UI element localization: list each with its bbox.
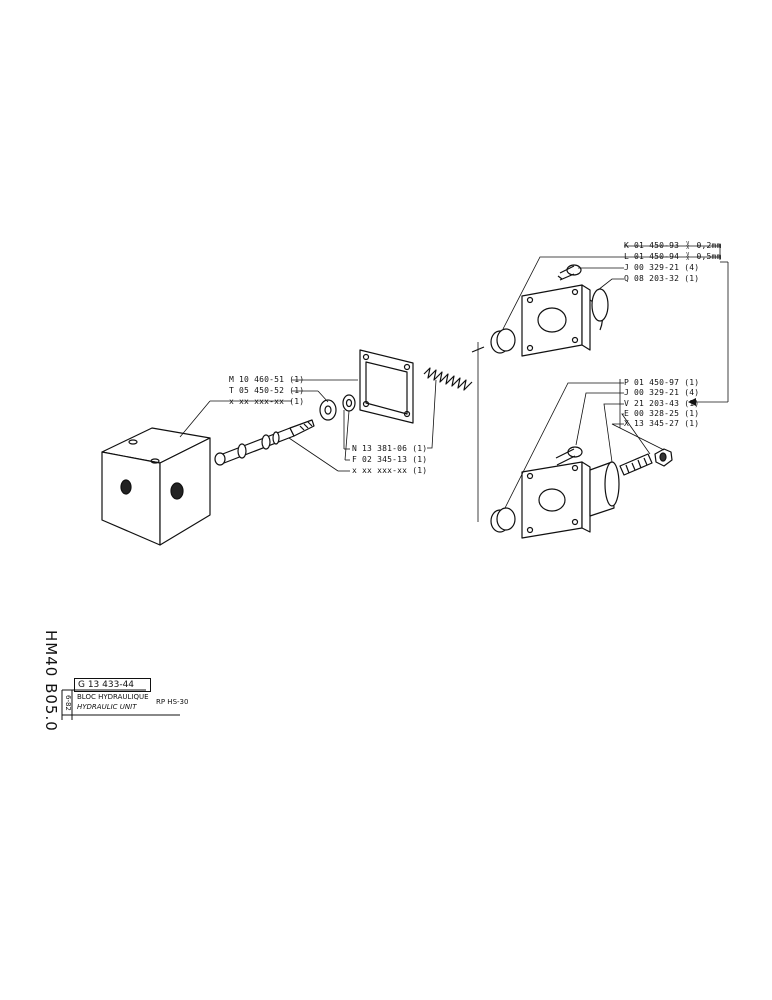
callout-x3: X 13 345-27 (1) xyxy=(624,419,700,428)
model-code: RP HS-30 xyxy=(156,698,189,706)
callout-q: Q 08 203-32 (1) xyxy=(624,274,700,283)
callout-j1: J 00 329-21 (4) xyxy=(624,263,700,272)
leader-lines xyxy=(179,244,729,522)
callout-j2: J 00 329-21 (4) xyxy=(624,388,700,397)
callout-t: T 05 450-52 (1) xyxy=(229,386,305,395)
callout-n: N 13 381-06 (1) xyxy=(352,444,428,453)
callout-m: M 10 460-51 (1) xyxy=(229,375,305,384)
gasket-plate xyxy=(359,349,414,424)
hydraulic-block xyxy=(101,427,211,546)
callout-v: V 21 203-43 (1) xyxy=(624,399,700,408)
lower-screw xyxy=(555,446,583,466)
washer xyxy=(319,399,337,421)
lower-plug xyxy=(490,507,516,533)
title-fr: BLOC HYDRAULIQUE xyxy=(77,693,149,701)
adjuster-bolt xyxy=(619,453,653,476)
upper-flange xyxy=(521,284,609,357)
valve-spool xyxy=(214,419,315,466)
callout-p: P 01 450-97 (1) xyxy=(624,378,700,387)
side-code: HM40 B05.0 xyxy=(42,630,60,732)
nut xyxy=(342,394,356,412)
arrow-head xyxy=(688,398,696,406)
callout-e: E 00 328-25 (1) xyxy=(624,409,700,418)
title-block-lines xyxy=(61,689,180,720)
callout-f: F 02 345-13 (1) xyxy=(352,455,428,464)
lower-flange xyxy=(521,461,620,539)
date-code: 6-82 xyxy=(64,695,72,711)
upper-screw xyxy=(557,264,582,281)
callout-x1: x xx xxx-xx (1) xyxy=(229,397,305,406)
callout-x2: x xx xxx-xx (1) xyxy=(352,466,428,475)
title-en: HYDRAULIC UNIT xyxy=(77,703,137,711)
lock-nut xyxy=(654,448,673,467)
drawing-number: G 13 433-44 xyxy=(74,678,151,692)
upper-plug xyxy=(490,328,516,354)
spring xyxy=(423,346,485,391)
